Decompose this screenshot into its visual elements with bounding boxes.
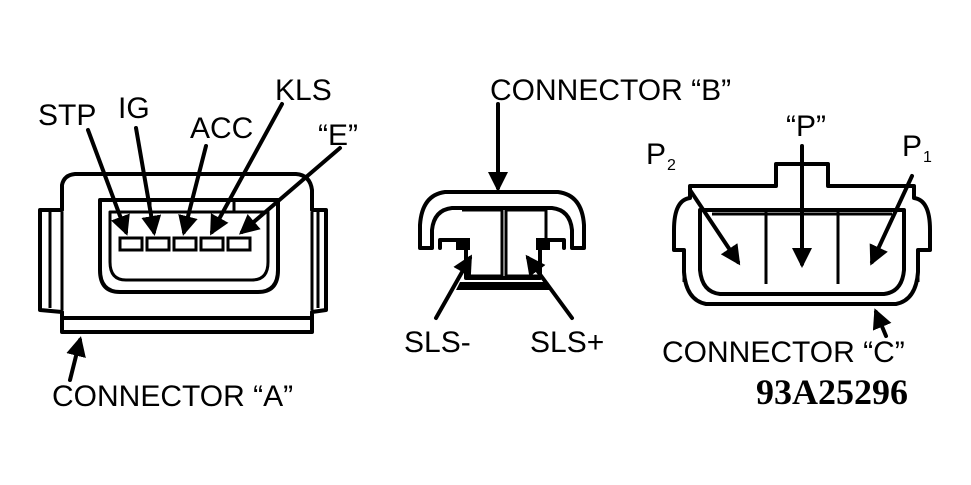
connector-c-caption: CONNECTOR “C” [662,336,905,369]
connector-b: CONNECTOR “B” SLS- SLS+ [404,74,731,359]
label-stp: STP [38,99,96,132]
label-kls: KLS [275,74,332,107]
connector-c-leader [872,308,892,338]
label-sls-minus: SLS- [404,326,471,359]
label-acc: ACC [190,112,253,145]
label-sls-plus: SLS+ [530,326,604,359]
label-e: “E” [318,119,358,152]
sls-minus-leader [434,254,472,320]
connector-a: STP IG ACC KLS “E” CONNECTOR “A” [38,74,358,413]
e-leader [238,146,342,235]
pin-stp [118,236,144,252]
pin-kls [199,236,225,252]
label-p2: P2 [646,138,676,174]
kls-leader [210,102,284,236]
connector-b-caption: CONNECTOR “B” [490,74,731,107]
sls-plus-leader [525,254,574,320]
p2-leader [688,188,741,266]
pin-acc [172,236,198,252]
connector-a-caption: CONNECTOR “A” [52,380,293,413]
label-ig: IG [118,92,150,125]
ig-leader [134,126,162,236]
stp-leader [86,128,130,236]
pin-ig [145,236,171,252]
connector-c: P2 “P” P1 CONNECTOR “C” [646,110,932,369]
acc-leader [178,144,208,236]
label-p: “P” [786,110,826,143]
pin-e [226,236,252,252]
label-p1: P1 [902,130,932,166]
figure-code: 93A25296 [756,372,908,412]
connector-a-leader [66,336,86,382]
p1-leader [869,174,914,266]
